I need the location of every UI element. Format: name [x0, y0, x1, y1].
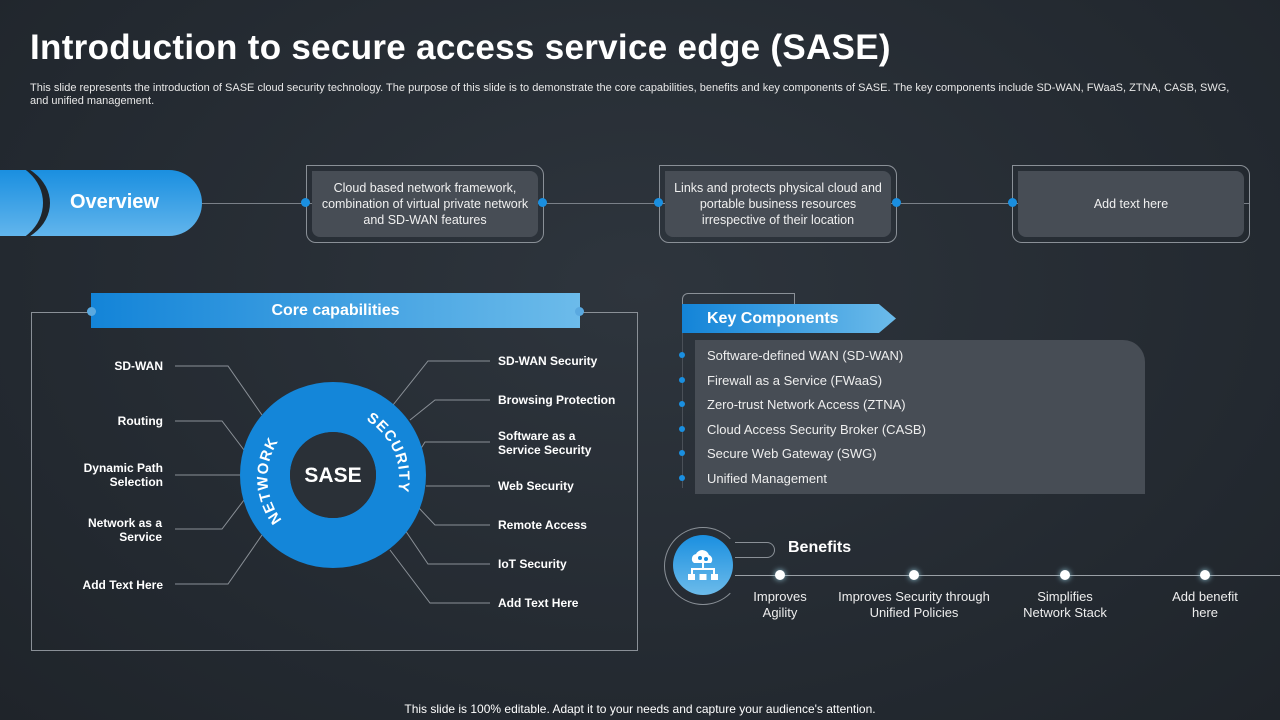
benefit-item: Improves Agility	[753, 589, 807, 620]
bullet-dot	[679, 450, 685, 456]
connector-dot	[892, 198, 901, 207]
security-capability: Add Text Here	[498, 596, 579, 610]
footer-note: This slide is 100% editable. Adapt it to…	[404, 702, 876, 716]
bullet-dot	[679, 475, 685, 481]
bullet-dot	[679, 352, 685, 358]
benefits-bracket	[735, 542, 775, 558]
key-component-item: Secure Web Gateway (SWG)	[707, 446, 877, 461]
connector-dot	[575, 307, 584, 316]
page-subtitle: This slide represents the introduction o…	[30, 82, 1230, 107]
key-components-bracket	[682, 293, 795, 305]
overview-pill: Overview	[0, 170, 202, 236]
key-component-item: Firewall as a Service (FWaaS)	[707, 372, 883, 388]
sase-center-label: SASE	[304, 464, 361, 487]
connector-dot	[87, 307, 96, 316]
benefit-dot	[1200, 570, 1210, 580]
benefit-item: Improves Security through Unified Polici…	[838, 589, 990, 620]
benefits-title: Benefits	[788, 539, 852, 556]
security-capability: Software as a Service Security	[498, 429, 592, 457]
key-component-item: Zero-trust Network Access (ZTNA)	[707, 397, 906, 412]
overview-box-1: Cloud based network framework, combinati…	[306, 165, 544, 243]
core-capabilities-header: Core capabilities	[91, 293, 580, 328]
overview-text-3: Add text here	[1018, 171, 1244, 237]
bullet-dot	[679, 401, 685, 407]
overview-text-2: Links and protects physical cloud and po…	[665, 171, 891, 237]
key-components-line	[682, 333, 683, 488]
benefit-dot	[1060, 570, 1070, 580]
bullet-dot	[679, 377, 685, 383]
key-component-item: Unified Management	[707, 470, 827, 486]
benefit-item: Simplifies Network Stack	[1023, 589, 1107, 620]
cloud-network-icon	[673, 535, 733, 595]
network-capability: Dynamic Path Selection	[83, 461, 163, 489]
network-capability: Routing	[117, 414, 163, 428]
security-capability: IoT Security	[498, 557, 567, 571]
security-capability: Browsing Protection	[498, 393, 616, 407]
overview-box-3: Add text here	[1012, 165, 1250, 243]
page-title: Introduction to secure access service ed…	[30, 28, 891, 67]
network-capability: Add Text Here	[82, 578, 163, 592]
connector-dot	[654, 198, 663, 207]
connector-dot	[301, 198, 310, 207]
benefit-dot	[775, 570, 785, 580]
overview-box-2: Links and protects physical cloud and po…	[659, 165, 897, 243]
key-component-item: Software-defined WAN (SD-WAN)	[707, 348, 904, 363]
security-capability: Web Security	[498, 479, 574, 493]
benefits-line	[735, 575, 1280, 576]
key-components-header: Key Components	[682, 304, 896, 333]
connector-dot	[538, 198, 547, 207]
benefit-dot	[909, 570, 919, 580]
key-component-item: Cloud Access Security Broker (CASB)	[707, 421, 926, 437]
network-capability: SD-WAN	[114, 359, 163, 373]
overview-label: Overview	[70, 191, 159, 213]
connector-dot	[1008, 198, 1017, 207]
bullet-dot	[679, 426, 685, 432]
benefit-item: Add benefit here	[1172, 589, 1238, 620]
key-components-list: Software-defined WAN (SD-WAN) Firewall a…	[695, 340, 1145, 494]
benefits-icon-ring	[664, 527, 742, 605]
overview-text-1: Cloud based network framework, combinati…	[312, 171, 538, 237]
security-capability: Remote Access	[498, 518, 587, 532]
security-capability: SD-WAN Security	[498, 354, 598, 368]
sase-ring	[240, 382, 426, 568]
network-capability: Network as a Service	[87, 516, 162, 544]
